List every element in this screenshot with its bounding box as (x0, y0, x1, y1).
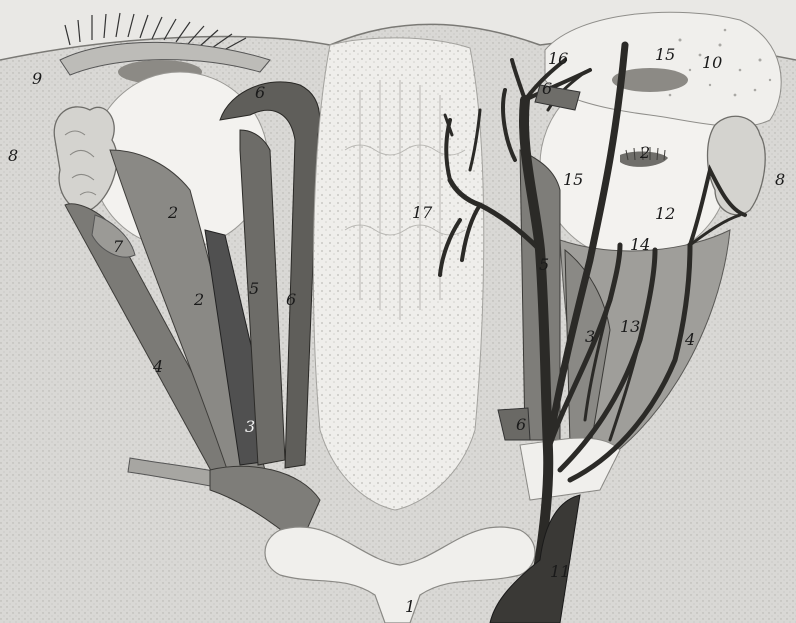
label-1: 1 (405, 597, 415, 616)
label-2-left-lower: 2 (193, 290, 204, 309)
label-11: 11 (550, 562, 570, 581)
label-15-mid: 15 (563, 170, 583, 189)
label-2-right: 2 (639, 143, 650, 162)
label-14: 14 (630, 235, 650, 254)
lacrimal-gland-right (708, 116, 766, 215)
label-3-right: 3 (585, 327, 595, 346)
label-10: 10 (702, 53, 722, 72)
label-6-left-top: 6 (255, 83, 265, 102)
label-13: 13 (620, 317, 640, 336)
nasal-septum (313, 38, 483, 510)
label-4-right: 4 (684, 330, 695, 349)
label-7: 7 (113, 237, 124, 256)
label-3-left: 3 (245, 417, 255, 436)
label-16: 16 (548, 49, 568, 68)
label-2-left-upper: 2 (167, 203, 178, 222)
label-6-left-mid: 6 (286, 290, 296, 309)
label-4-left: 4 (152, 357, 163, 376)
label-8-left: 8 (8, 146, 18, 165)
label-5-left: 5 (249, 279, 259, 298)
label-5-right: 5 (539, 255, 549, 274)
label-17: 17 (412, 203, 433, 222)
label-8-right: 8 (775, 170, 785, 189)
label-6-right-top: 6 (542, 79, 552, 98)
label-6-right-low: 6 (516, 415, 526, 434)
label-12: 12 (655, 204, 675, 223)
label-15-top: 15 (655, 45, 675, 64)
label-9: 9 (32, 69, 42, 88)
